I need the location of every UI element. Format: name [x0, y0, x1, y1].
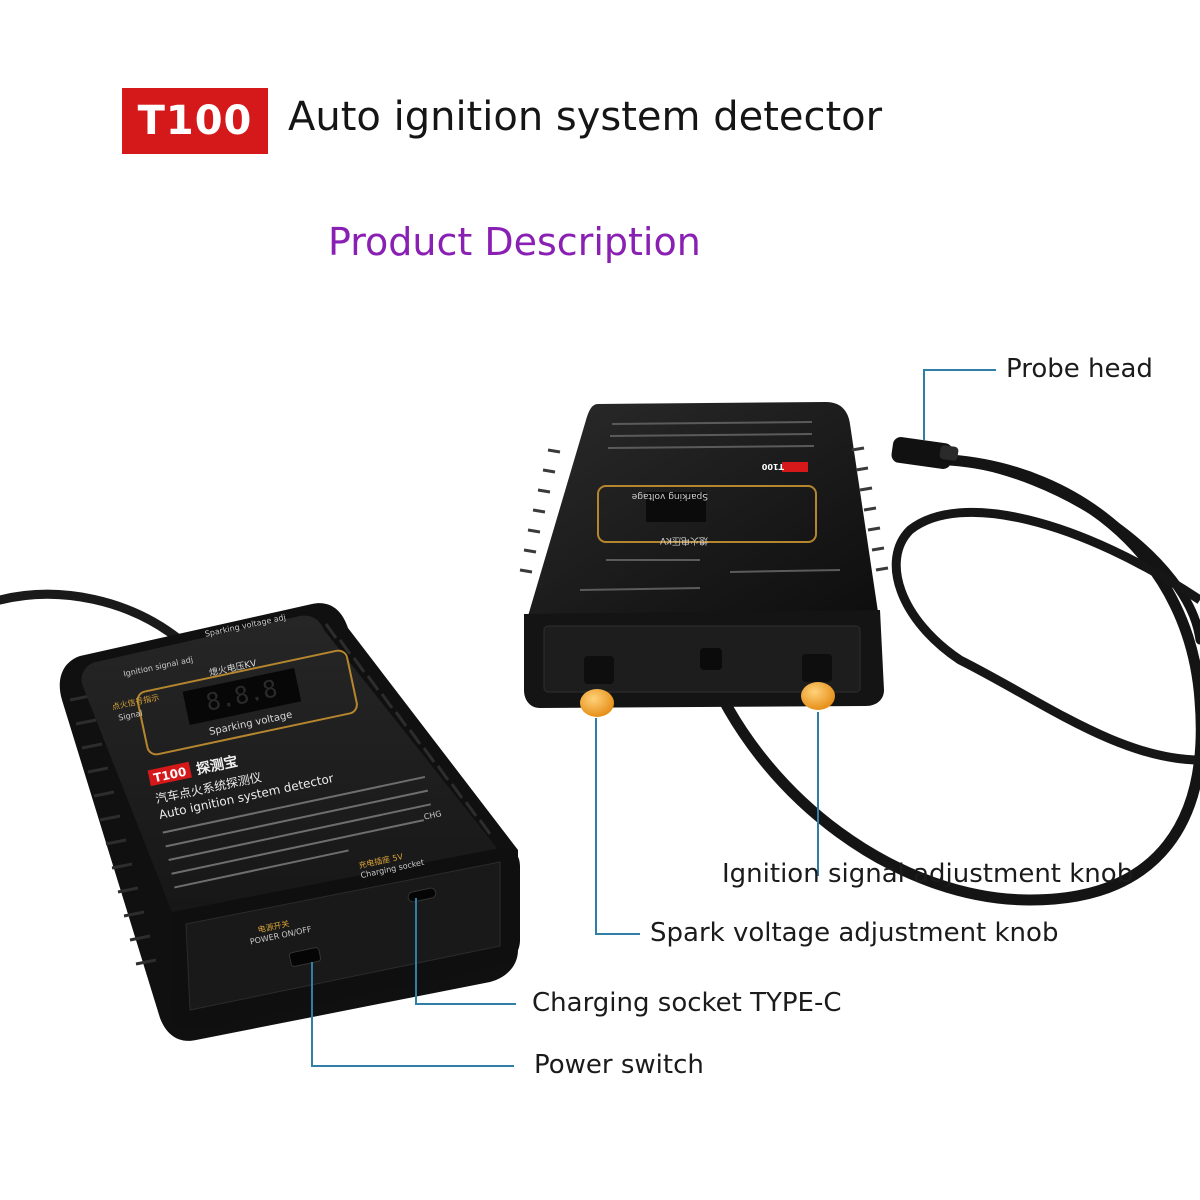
probe-cable: [699, 454, 1200, 906]
callout-power-switch: Power switch: [534, 1050, 704, 1080]
callout-charging-socket: Charging socket TYPE-C: [532, 988, 842, 1018]
probe-head: [891, 436, 959, 470]
spark-voltage-knob: [580, 656, 614, 717]
model-badge: T100: [122, 88, 268, 154]
callout-ignition-knob: Ignition signal adjustment knob: [722, 859, 1134, 889]
power-switch[interactable]: [288, 947, 322, 967]
power-switch-leader: [311, 962, 514, 1067]
device-back: Sparking voltage 熄火电压KV T100: [519, 402, 889, 717]
ignition-signal-knob: [801, 654, 835, 710]
spark-knob-leader: [595, 718, 640, 935]
back-display-caption: 熄火电压KV: [659, 535, 708, 547]
section-title: Product Description: [328, 220, 701, 264]
probe-head-leader: [923, 369, 996, 440]
device-front: 8.8.8 熄火电压KV Sparking voltage Sparking v…: [59, 603, 520, 1041]
chg-label: CHG: [423, 809, 442, 822]
page-title: Auto ignition system detector: [288, 94, 883, 140]
callout-spark-knob: Spark voltage adjustment knob: [650, 918, 1059, 948]
left-cable: [0, 589, 185, 645]
back-display-label: Sparking voltage: [631, 491, 708, 501]
charging-socket-leader: [415, 898, 516, 1005]
callout-probe-head: Probe head: [1006, 354, 1153, 384]
back-brand-badge: T100: [761, 462, 784, 471]
front-brand-badge: T100: [152, 765, 187, 786]
